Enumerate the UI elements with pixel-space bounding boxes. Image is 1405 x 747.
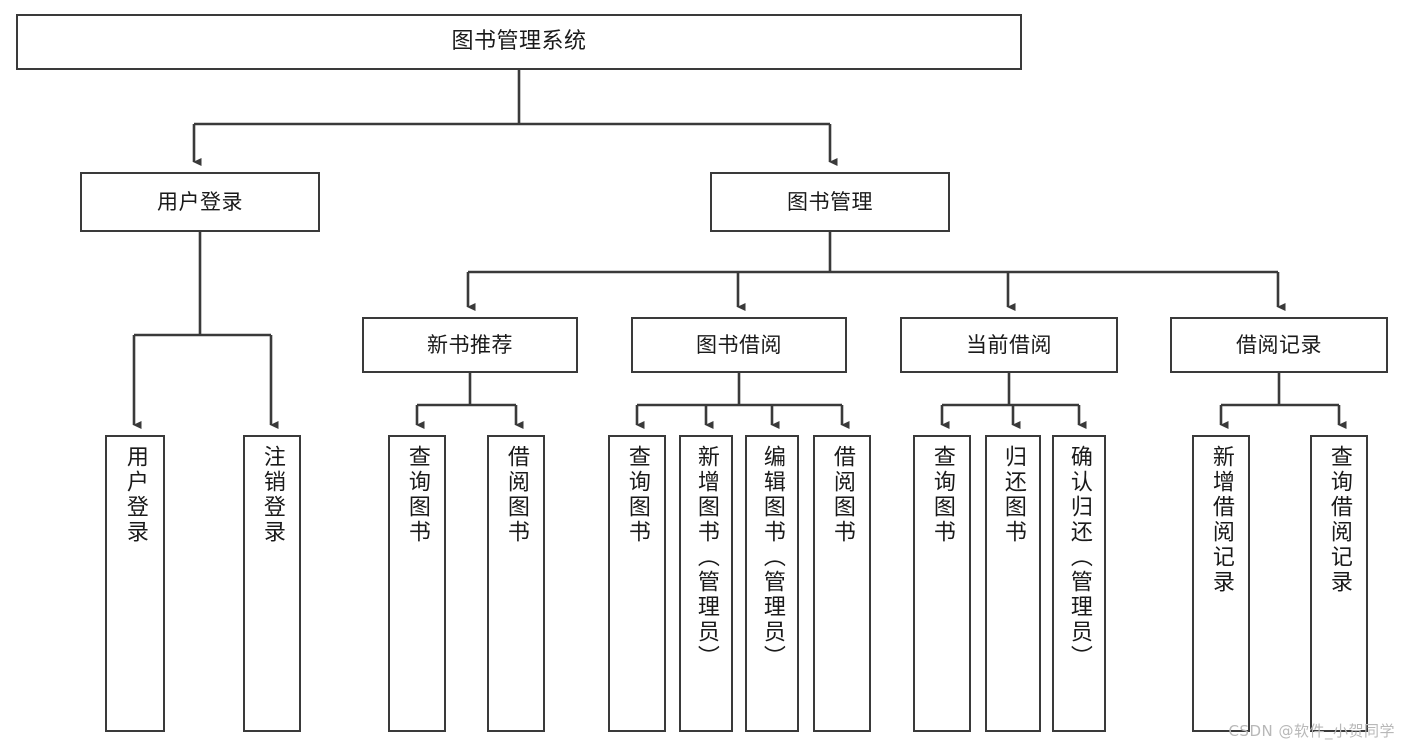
node-leaf-user-login-label: 用户登录 xyxy=(122,445,148,545)
node-leaf-add-book-label: 新增图书（管理员） xyxy=(693,445,719,670)
node-user-login-label: 用户登录 xyxy=(157,189,243,214)
node-leaf-query-book-3-label: 查询图书 xyxy=(929,445,955,545)
node-new-book-rec[interactable]: 新书推荐 xyxy=(362,317,578,373)
node-leaf-confirm-return-label: 确认归还（管理员） xyxy=(1066,445,1092,670)
node-book-manage[interactable]: 图书管理 xyxy=(710,172,950,232)
node-user-login[interactable]: 用户登录 xyxy=(80,172,320,232)
watermark: CSDN @软件_小贺同学 xyxy=(1228,722,1395,740)
node-leaf-query-record[interactable]: 查询借阅记录 xyxy=(1310,435,1368,732)
node-root[interactable]: 图书管理系统 xyxy=(16,14,1022,70)
node-leaf-add-record[interactable]: 新增借阅记录 xyxy=(1192,435,1250,732)
node-leaf-query-book-1-label: 查询图书 xyxy=(404,445,430,545)
node-leaf-edit-book[interactable]: 编辑图书（管理员） xyxy=(745,435,799,732)
node-root-label: 图书管理系统 xyxy=(451,29,587,55)
node-book-borrow-label: 图书借阅 xyxy=(696,332,782,357)
node-leaf-confirm-return[interactable]: 确认归还（管理员） xyxy=(1052,435,1106,732)
node-leaf-query-book-3[interactable]: 查询图书 xyxy=(913,435,971,732)
node-current-borrow[interactable]: 当前借阅 xyxy=(900,317,1118,373)
node-leaf-query-book-1[interactable]: 查询图书 xyxy=(388,435,446,732)
node-borrow-record[interactable]: 借阅记录 xyxy=(1170,317,1388,373)
node-book-borrow[interactable]: 图书借阅 xyxy=(631,317,847,373)
node-leaf-add-record-label: 新增借阅记录 xyxy=(1208,445,1234,595)
node-book-manage-label: 图书管理 xyxy=(787,189,873,214)
node-leaf-user-login[interactable]: 用户登录 xyxy=(105,435,165,732)
node-leaf-add-book[interactable]: 新增图书（管理员） xyxy=(679,435,733,732)
node-leaf-edit-book-label: 编辑图书（管理员） xyxy=(759,445,785,670)
node-leaf-borrow-book-2[interactable]: 借阅图书 xyxy=(813,435,871,732)
node-leaf-user-logout[interactable]: 注销登录 xyxy=(243,435,301,732)
node-leaf-user-logout-label: 注销登录 xyxy=(259,445,285,545)
node-borrow-record-label: 借阅记录 xyxy=(1236,332,1322,357)
node-leaf-query-book-2-label: 查询图书 xyxy=(624,445,650,545)
node-leaf-borrow-book-1[interactable]: 借阅图书 xyxy=(487,435,545,732)
node-leaf-query-book-2[interactable]: 查询图书 xyxy=(608,435,666,732)
node-leaf-borrow-book-2-label: 借阅图书 xyxy=(829,445,855,545)
node-leaf-return-book[interactable]: 归还图书 xyxy=(985,435,1041,732)
node-new-book-rec-label: 新书推荐 xyxy=(427,332,513,357)
node-leaf-query-record-label: 查询借阅记录 xyxy=(1326,445,1352,595)
node-leaf-return-book-label: 归还图书 xyxy=(1000,445,1026,545)
node-leaf-borrow-book-1-label: 借阅图书 xyxy=(503,445,529,545)
node-current-borrow-label: 当前借阅 xyxy=(966,332,1052,357)
